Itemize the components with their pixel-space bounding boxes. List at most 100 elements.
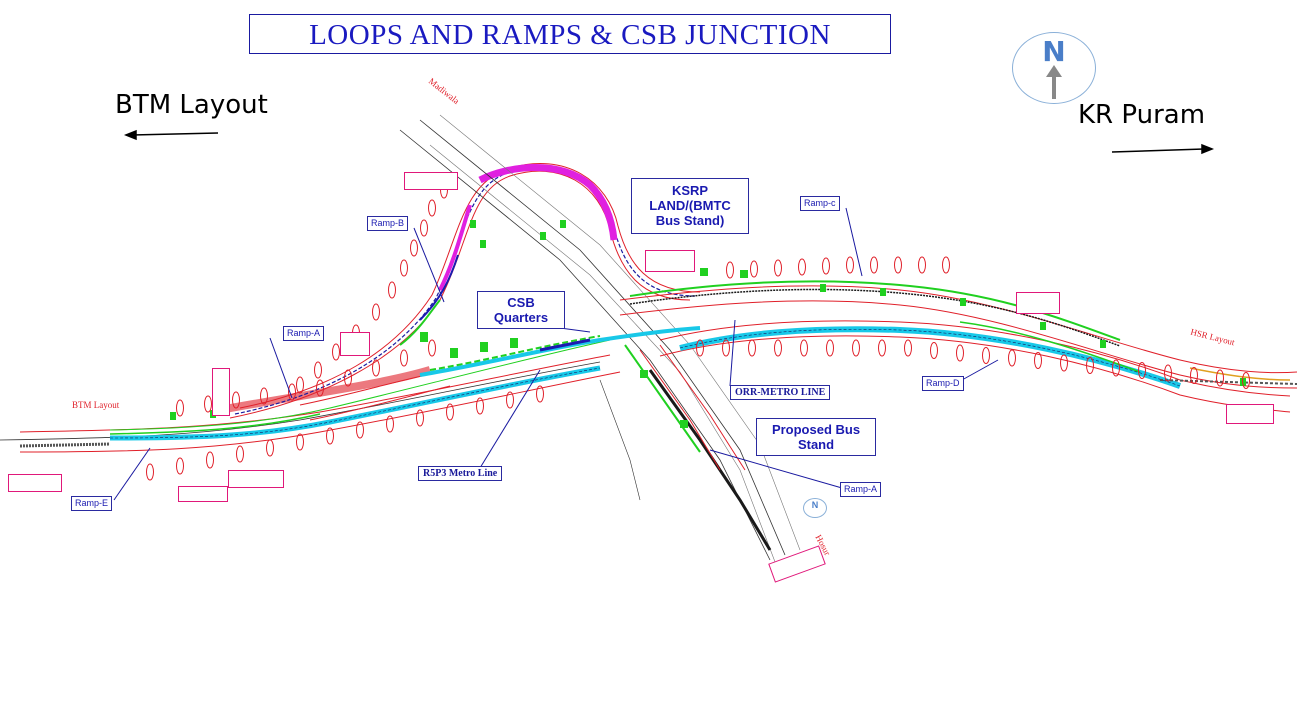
north-label: N: [1042, 35, 1066, 68]
chainage-marker: [822, 257, 830, 275]
north-compass: N: [1012, 32, 1096, 104]
chainage-marker: [314, 361, 322, 379]
r5p3-metro-line-label: R5P3 Metro Line: [418, 466, 503, 481]
chainage-marker: [878, 339, 886, 357]
title-box: LOOPS AND RAMPS & CSB JUNCTION: [249, 14, 891, 54]
chainage-marker: [372, 303, 380, 321]
chainage-marker: [956, 344, 964, 362]
chainage-marker: [372, 359, 380, 377]
chainage-marker: [982, 347, 990, 364]
btm-approach: [0, 339, 621, 453]
chainage-marker: [536, 385, 544, 403]
direction-arrows: [123, 129, 1215, 155]
chainage-marker: [388, 281, 396, 299]
chainage-marker: [446, 403, 454, 421]
chainage-marker: [236, 445, 244, 463]
chainage-marker: [1164, 364, 1172, 382]
central-corridor: [419, 326, 701, 377]
chainage-marker: [798, 258, 806, 276]
chainage-marker: [428, 339, 436, 357]
chainage-marker: [386, 415, 394, 433]
chainage-marker: [232, 391, 240, 409]
chainage-marker: [800, 339, 808, 357]
mini-compass: N: [803, 498, 827, 518]
csb-quarters-callout: CSB Quarters: [477, 291, 565, 329]
chainage-markers: [146, 181, 1250, 481]
chainage-marker: [1216, 369, 1224, 387]
west-direction-label: BTM Layout: [115, 90, 268, 120]
chainage-marker: [1138, 362, 1146, 379]
chainage-marker: [1034, 352, 1042, 369]
chainage-marker: [748, 339, 756, 357]
chainage-marker: [722, 339, 730, 357]
proposed-bus-stand-callout: Proposed Bus Stand: [756, 418, 876, 456]
chainage-marker: [1112, 359, 1120, 377]
chainage-marker: [696, 339, 704, 357]
ramp-c-label: Ramp-c: [800, 196, 840, 211]
chainage-marker: [176, 399, 184, 417]
chainage-marker: [918, 256, 926, 274]
east-approach: [619, 280, 1297, 413]
chainage-tag: [212, 368, 230, 416]
chainage-marker: [420, 219, 428, 237]
chainage-marker: [476, 397, 484, 415]
chainage-marker: [1190, 367, 1198, 384]
chainage-marker: [904, 339, 912, 357]
chainage-marker: [1060, 354, 1068, 372]
chainage-marker: [1008, 349, 1016, 367]
chainage-marker: [288, 383, 296, 401]
chainage-marker: [852, 339, 860, 357]
chainage-marker: [826, 339, 834, 357]
orr-metro-line-label: ORR-METRO LINE: [730, 385, 831, 400]
ramp-d-label: Ramp-D: [922, 376, 964, 391]
chainage-marker: [870, 256, 878, 274]
chainage-marker: [726, 261, 734, 279]
chainage-marker: [332, 343, 340, 361]
leader-lines: [113, 207, 999, 501]
loop-ramp-b: [229, 163, 701, 419]
chainage-marker: [942, 256, 950, 274]
chainage-marker: [428, 199, 436, 217]
chainage-marker: [774, 339, 782, 357]
chainage-marker: [260, 387, 268, 405]
chainage-tag: [1016, 292, 1060, 314]
chainage-marker: [1242, 372, 1250, 389]
green-piers: [170, 220, 1246, 428]
chainage-marker: [176, 457, 184, 475]
ramp-b-label: Ramp-B: [367, 216, 409, 231]
chainage-marker: [506, 391, 514, 409]
chainage-marker: [146, 463, 154, 481]
chainage-marker: [410, 239, 418, 257]
chainage-marker: [266, 439, 274, 457]
chainage-marker: [296, 433, 304, 451]
chainage-tag: [1226, 404, 1274, 424]
chainage-marker: [356, 421, 364, 439]
ramp-a-right-label: Ramp-A: [840, 482, 882, 497]
chainage-tag: [178, 486, 228, 502]
chainage-tag: [228, 470, 284, 488]
hosur-road: [399, 114, 801, 576]
chainage-marker: [344, 369, 352, 387]
chainage-marker: [416, 409, 424, 427]
east-direction-label: KR Puram: [1078, 100, 1206, 130]
chainage-marker: [1086, 357, 1094, 374]
ramp-e-label: Ramp-E: [71, 496, 113, 511]
chainage-tag: [8, 474, 62, 492]
chainage-tag: [404, 172, 458, 190]
chainage-marker: [774, 259, 782, 277]
chainage-marker: [894, 256, 902, 274]
chainage-marker: [204, 395, 212, 413]
chainage-marker: [400, 259, 408, 277]
chainage-marker: [930, 342, 938, 359]
chainage-marker: [316, 379, 324, 397]
chainage-tag: [340, 332, 370, 356]
btm-layout-road-label: BTM Layout: [72, 400, 120, 410]
chainage-marker: [326, 427, 334, 445]
north-arrow-icon: [1046, 65, 1062, 99]
ksrp-land-callout: KSRP LAND/(BMTC Bus Stand): [631, 178, 749, 234]
chainage-marker: [400, 349, 408, 367]
chainage-tag: [645, 250, 695, 272]
page-title: LOOPS AND RAMPS & CSB JUNCTION: [309, 19, 831, 51]
